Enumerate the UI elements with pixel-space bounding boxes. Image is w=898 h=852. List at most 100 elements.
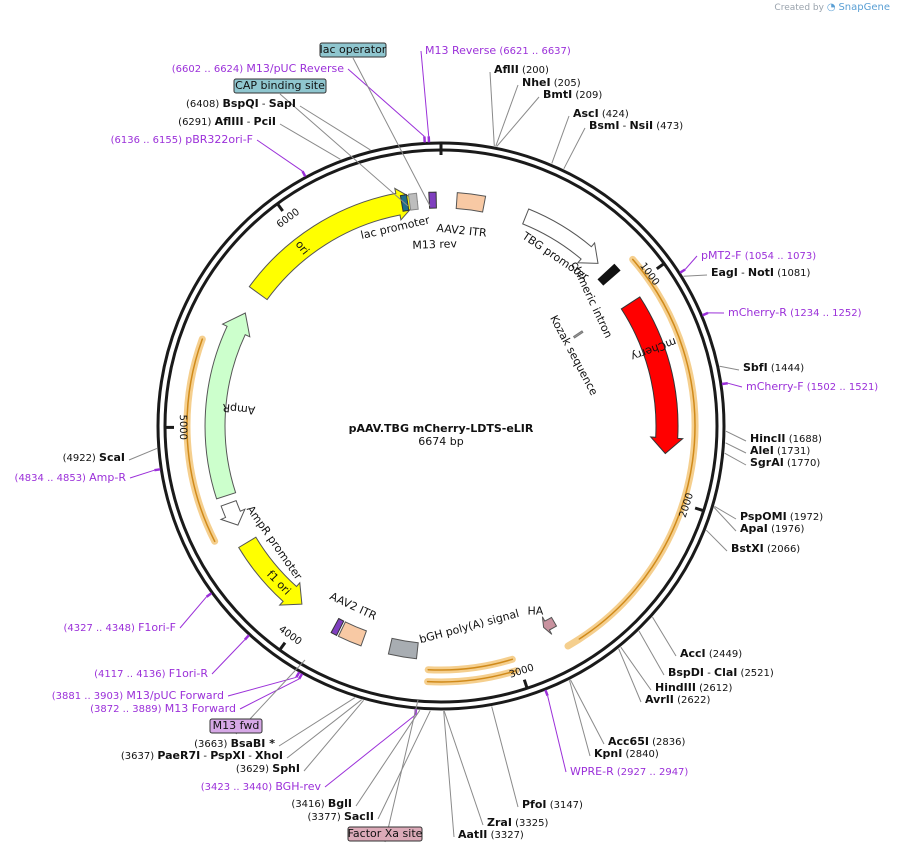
enzyme-leader-acc65i	[570, 679, 605, 745]
primer-label-m13-puc-forward: (3881 .. 3903) M13/pUC Forward	[52, 689, 224, 702]
chimeric-intron-block	[597, 263, 621, 286]
tick-label: 6000	[275, 207, 302, 231]
enzyme-leader-apai	[713, 507, 737, 532]
boxed-feature-lac-operator	[319, 42, 387, 58]
tick-mark	[276, 203, 284, 212]
enzyme-label-sacii: (3377) SacII	[307, 810, 374, 823]
ha-arrow	[541, 616, 558, 635]
boxed-feature-label-cap-binding-site: CAP binding site	[235, 79, 325, 92]
created-by-text: Created by	[774, 3, 824, 13]
lac-promoter-stripe-block	[407, 192, 419, 211]
enzyme-leader-hincii	[725, 430, 747, 442]
tick-mark	[279, 641, 287, 650]
primer-label-m13-forward: (3872 .. 3889) M13 Forward	[90, 702, 236, 715]
primer-label-pbr322ori-f: (6136 .. 6155) pBR322ori-F	[111, 133, 253, 146]
enzyme-label-aatii: AatII (3327)	[458, 828, 524, 841]
primer-label-mcherry-f: mCherry-F (1502 .. 1521)	[746, 380, 878, 393]
enzyme-label-sphi: (3629) SphI	[236, 762, 300, 775]
primer-label-mcherry-r: mCherry-R (1234 .. 1252)	[728, 306, 862, 319]
tick-mark	[694, 506, 704, 512]
enzyme-leader-alei	[725, 442, 747, 454]
enzyme-leader-sacii	[377, 710, 431, 820]
boxed-feature-label-lac-operator: lac operator	[320, 43, 387, 56]
boxed-leader-lac-operator	[352, 57, 431, 207]
boxed-feature-cap-binding-site	[233, 78, 327, 94]
primer-leader-m13-puc-forward	[227, 676, 297, 697]
enzyme-leader-bgli	[355, 709, 421, 807]
boxed-feature-label-m13-fwd: M13 fwd	[213, 719, 260, 732]
enzyme-label-kpni: KpnI (2840)	[594, 747, 659, 760]
boxed-leader-factor-xa-site	[384, 699, 419, 843]
primer-label-f1ori-f: (4327 .. 4348) F1ori-F	[63, 621, 176, 634]
aav2-itr-right-block	[455, 192, 487, 213]
enzyme-label-bgli: (3416) BglI	[291, 797, 352, 810]
enzyme-label-bsabi: (3663) BsaBI *	[194, 737, 275, 750]
primer-leader-amp-r	[129, 469, 155, 479]
enzyme-leader-avrii	[618, 648, 642, 703]
enzyme-label-hindiii: HindIII (2612)	[655, 681, 733, 694]
enzyme-label-sbfi: SbfI (1444)	[743, 361, 804, 374]
primer-leader-m13-puc-reverse	[347, 68, 425, 137]
orf-line-ampr-track	[186, 338, 216, 543]
orf-line-mcherry-track	[578, 258, 696, 640]
tick-mark	[522, 679, 529, 688]
primer-mark-amp-r	[154, 468, 161, 472]
label-layer: AflII (200)NheI (205)BmtI (209)AscI (424…	[15, 42, 878, 842]
primer-mark-pmt2-f	[679, 268, 686, 274]
bgh-polya-block	[387, 637, 419, 660]
enzyme-leader-eagi	[683, 274, 708, 277]
snapgene-name: SnapGene	[838, 2, 890, 13]
enzyme-leader-scai	[128, 447, 158, 461]
primer-mark-m13-puc-forward	[295, 671, 301, 678]
bgh-polya-label: bGH poly(A) signal	[418, 607, 521, 646]
primer-label-wpre-r: WPRE-R (2927 .. 2947)	[570, 765, 688, 778]
enzyme-label-acc65i: Acc65I (2836)	[608, 735, 686, 748]
primer-label-bgh-rev: (3423 .. 3440) BGH-rev	[201, 780, 322, 793]
enzyme-label-alei: AleI (1731)	[750, 444, 810, 457]
enzyme-label-apai: ApaI (1976)	[740, 522, 804, 535]
aav2-itr-left-block	[337, 621, 368, 647]
plasmid-length: 6674 bp	[418, 435, 463, 448]
ampr-arrow	[204, 312, 251, 500]
primer-label-m13-puc-reverse: (6602 .. 6624) M13/pUC Reverse	[172, 62, 344, 75]
mcherry-arrow	[620, 296, 684, 455]
kozak-sequence-label: Kozak sequence	[547, 313, 600, 398]
enzyme-label-pspomi: PspOMI (1972)	[740, 510, 823, 523]
enzyme-label-bspqi: (6408) BspQI - SapI	[186, 97, 296, 110]
snapgene-logo-icon: ◔	[826, 2, 836, 13]
boxed-feature-label-factor-xa-site: Factor Xa site	[348, 827, 423, 840]
enzyme-label-bspdi: BspDI - ClaI (2521)	[668, 666, 774, 679]
primer-label-pmt2-f: pMT2-F (1054 .. 1073)	[701, 249, 816, 262]
enzyme-leader-pfoi	[491, 706, 519, 808]
enzyme-leader-kpni	[569, 680, 591, 757]
enzyme-leader-bspqi	[299, 105, 371, 151]
tbg-promoter-arrow	[522, 208, 599, 264]
ha-label: HA	[528, 604, 544, 617]
primer-mark-f1ori-r	[243, 634, 250, 641]
enzyme-label-scai: (4922) ScaI	[63, 451, 125, 464]
enzyme-leader-afliii	[279, 123, 341, 160]
enzyme-leader-pspomi	[714, 505, 737, 520]
enzyme-leader-sphi	[303, 699, 364, 772]
aav2-itr-left-purple-block	[330, 617, 345, 637]
boxed-feature-factor-xa-site	[347, 826, 423, 842]
snapgene-brand: Created by ◔ SnapGene	[774, 2, 890, 13]
enzyme-leader-bmti	[496, 96, 540, 147]
enzyme-label-hincii: HincII (1688)	[750, 432, 822, 445]
enzyme-label-paer7i: (3637) PaeR7I - PspXI - XhoI	[121, 749, 283, 762]
primer-mark-wpre-r	[544, 689, 549, 697]
enzyme-leader-bspdi	[638, 630, 665, 676]
enzyme-label-nhei: NheI (205)	[522, 76, 581, 89]
boxed-feature-m13-fwd	[209, 718, 263, 734]
enzyme-leader-bsabi	[278, 697, 356, 747]
primer-mark-mcherry-r	[702, 311, 709, 317]
ampr-promoter-arrow	[219, 499, 246, 526]
enzyme-leader-sgrai	[724, 452, 747, 466]
enzyme-leader-asci	[551, 115, 570, 164]
plasmid-name: pAAV.TBG mCherry-LDTS-eLIR	[349, 422, 534, 435]
enzyme-label-pfoi: PfoI (3147)	[522, 798, 583, 811]
tick-label: 5000	[177, 415, 188, 441]
leader-layer	[128, 50, 747, 843]
enzyme-label-bsmi: BsmI - NsiI (473)	[589, 119, 683, 132]
